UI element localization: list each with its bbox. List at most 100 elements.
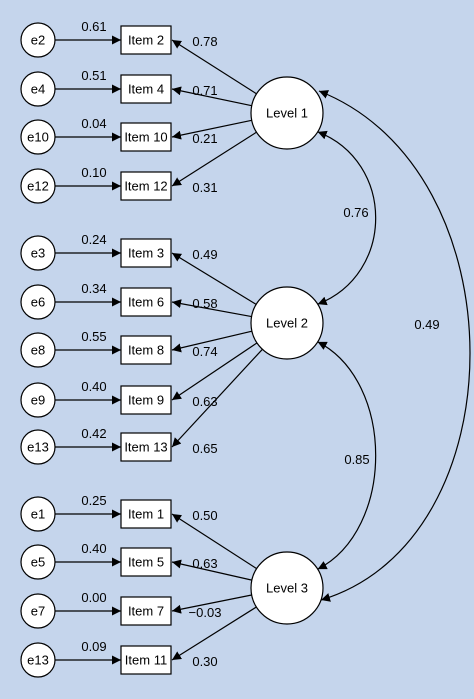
correlation-arc-level1-level2 <box>317 130 377 306</box>
error-node <box>20 429 56 465</box>
loading-arrow <box>171 513 257 570</box>
loading-label: −0.03 <box>189 605 222 620</box>
item-label: Item 3 <box>128 246 164 261</box>
loading-label: 0.63 <box>192 394 217 409</box>
loading-arrow <box>171 119 252 140</box>
error-label: e4 <box>31 82 45 97</box>
loading-label: 0.49 <box>192 247 217 262</box>
nodes-layer <box>20 22 324 678</box>
error-label: e1 <box>31 507 45 522</box>
error-weight-label: 0.40 <box>81 379 106 394</box>
item-label: Item 12 <box>124 179 167 194</box>
error-label: e8 <box>31 343 45 358</box>
error-node <box>20 642 56 678</box>
loading-label: 0.63 <box>192 556 217 571</box>
error-label: e9 <box>31 393 45 408</box>
item-box <box>120 645 172 675</box>
error-label: e12 <box>27 179 49 194</box>
loading-label: 0.31 <box>192 180 217 195</box>
loading-label: 0.30 <box>192 654 217 669</box>
error-label: e2 <box>31 33 45 48</box>
loading-label: 0.50 <box>192 508 217 523</box>
loading-arrow <box>171 299 252 318</box>
error-label: e5 <box>31 555 45 570</box>
item-label: Item 5 <box>128 555 164 570</box>
edges-layer <box>55 35 471 665</box>
error-weight-label: 0.00 <box>81 590 106 605</box>
error-weight-label: 0.55 <box>81 329 106 344</box>
error-node <box>20 332 56 368</box>
error-label: e13 <box>27 653 49 668</box>
item-box <box>120 287 172 317</box>
loading-label: 0.58 <box>192 296 217 311</box>
loading-label: 0.65 <box>192 441 217 456</box>
error-node <box>20 544 56 580</box>
error-weight-label: 0.42 <box>81 426 106 441</box>
factor-label: Level 3 <box>266 581 308 596</box>
factor-label: Level 1 <box>266 106 308 121</box>
item-label: Item 9 <box>128 393 164 408</box>
error-label: e6 <box>31 295 45 310</box>
item-box <box>120 547 172 577</box>
loading-arrow <box>171 330 253 353</box>
error-node <box>20 71 56 107</box>
loading-arrow <box>171 131 257 187</box>
error-weight-label: 0.24 <box>81 232 106 247</box>
loading-arrow <box>171 39 257 95</box>
error-node <box>20 119 56 155</box>
factor-node <box>250 286 324 360</box>
item-box <box>120 432 172 462</box>
item-box <box>120 596 172 626</box>
loading-label: 0.74 <box>192 344 217 359</box>
item-label: Item 6 <box>128 295 164 310</box>
error-weight-label: 0.09 <box>81 639 106 654</box>
item-box <box>120 335 172 365</box>
loading-arrow <box>171 252 257 305</box>
item-box <box>120 238 172 268</box>
correlation-arc-level2-level3 <box>317 341 377 570</box>
factor-node <box>250 551 324 625</box>
error-node <box>20 382 56 418</box>
item-label: Item 13 <box>124 440 167 455</box>
error-label: e10 <box>27 130 49 145</box>
error-node <box>20 22 56 58</box>
item-box <box>120 385 172 415</box>
loading-arrow <box>171 594 252 614</box>
error-node <box>20 235 56 271</box>
error-node <box>20 496 56 532</box>
error-label: e13 <box>27 440 49 455</box>
error-weight-label: 0.25 <box>81 493 106 508</box>
error-node <box>20 168 56 204</box>
item-label: Item 2 <box>128 33 164 48</box>
factor-label: Level 2 <box>266 316 308 331</box>
error-weight-label: 0.61 <box>81 19 106 34</box>
item-label: Item 4 <box>128 82 164 97</box>
error-node <box>20 593 56 629</box>
error-weight-label: 0.34 <box>81 281 106 296</box>
correlation-label: 0.49 <box>414 317 439 332</box>
loading-label: 0.71 <box>192 83 217 98</box>
error-weight-label: 0.51 <box>81 68 106 83</box>
item-label: Item 8 <box>128 343 164 358</box>
item-box <box>120 171 172 201</box>
loading-arrow <box>171 348 263 448</box>
item-label: Item 11 <box>125 653 167 668</box>
correlation-label: 0.85 <box>344 452 369 467</box>
factor-node <box>250 76 324 150</box>
error-node <box>20 284 56 320</box>
loading-label: 0.78 <box>192 34 217 49</box>
error-weight-label: 0.10 <box>81 165 106 180</box>
loading-label: 0.21 <box>192 131 217 146</box>
item-label: Item 1 <box>128 507 164 522</box>
item-box <box>120 25 172 55</box>
loading-arrow <box>171 559 253 581</box>
error-label: e3 <box>31 246 45 261</box>
correlation-label: 0.76 <box>343 205 368 220</box>
loading-arrow <box>171 342 258 401</box>
correlation-arc-level1-level3 <box>318 90 471 602</box>
item-box <box>120 74 172 104</box>
error-label: e7 <box>31 604 45 619</box>
item-box <box>120 122 172 152</box>
